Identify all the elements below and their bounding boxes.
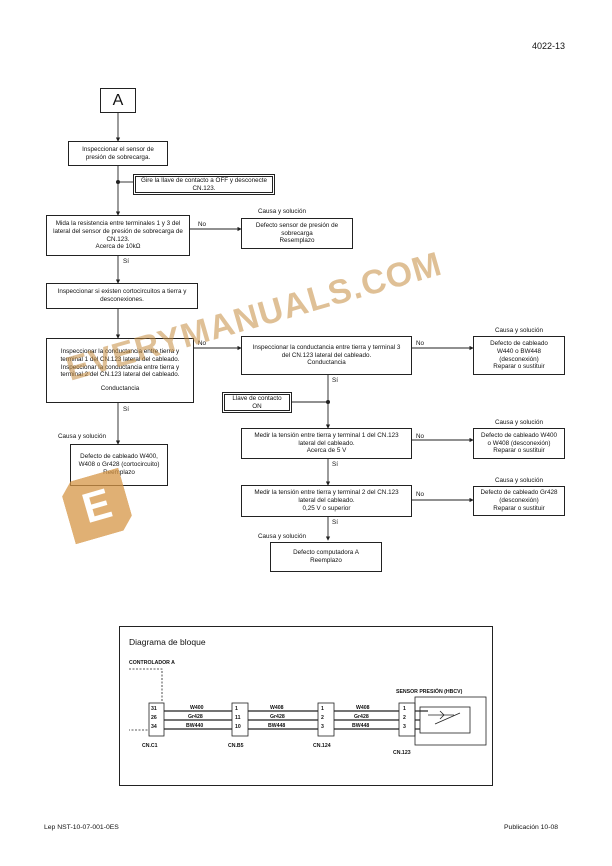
step-conductance-t1-t2: Inspeccionar la conductancia entre tierr… xyxy=(46,338,194,403)
step-voltage-t2: Medir la tensión entre tierra y terminal… xyxy=(241,485,412,517)
label-yes: Sí xyxy=(332,519,338,526)
cause-heading: Causa y solución xyxy=(495,327,543,334)
step-measure-resistance: Mida la resistencia entre terminales 1 y… xyxy=(46,215,190,256)
cause-heading: Causa y solución xyxy=(495,419,543,426)
connector-label: CN.B5 xyxy=(228,743,244,749)
cn123-pin: 3 xyxy=(403,724,406,730)
connector-label: CN.124 xyxy=(313,743,331,749)
c1-pin: 34 xyxy=(151,724,157,730)
cn123-pin: 2 xyxy=(403,715,406,721)
wire-label: Gr428 xyxy=(354,714,369,720)
cn124-pin: 2 xyxy=(321,715,324,721)
wire-label: BW448 xyxy=(268,723,285,729)
wire-label: BW440 xyxy=(186,723,203,729)
b5-pin: 1 xyxy=(235,706,238,712)
step-conductance-t3: Inspeccionar la conductancia entre tierr… xyxy=(241,336,412,375)
cause-heading: Causa y solución xyxy=(258,533,306,540)
label-yes: Sí xyxy=(123,406,129,413)
cn123-pin: 1 xyxy=(403,706,406,712)
controller-label: CONTROLADOR A xyxy=(129,660,175,666)
step-key-off: Gire la llave de contacto a OFF y descon… xyxy=(133,174,275,195)
wire-label: W400 xyxy=(190,705,204,711)
label-no: No xyxy=(198,340,207,347)
c1-pin: 26 xyxy=(151,715,157,721)
wire-label: W408 xyxy=(356,705,370,711)
footer-publication: Publicación 10-08 xyxy=(504,824,559,831)
wire-label: W408 xyxy=(270,705,284,711)
label-no: No xyxy=(198,221,207,228)
wiring-schematic: 31 26 34 1 11 10 1 2 3 1 2 3 W400 Gr428 … xyxy=(129,668,487,756)
block-diagram-title: Diagrama de bloque xyxy=(129,637,206,647)
label-yes: Sí xyxy=(332,377,338,384)
footer-doc-code: Lep NST-10-07-001-0ES xyxy=(44,824,119,831)
label-yes: Sí xyxy=(123,258,129,265)
start-node: A xyxy=(100,88,136,113)
step-inspect-short: Inspeccionar si existen cortocircuitos a… xyxy=(46,283,198,309)
wire-label: BW448 xyxy=(352,723,369,729)
connector-label: CN.C1 xyxy=(142,743,158,749)
wire-label: Gr428 xyxy=(270,714,285,720)
c1-pin: 31 xyxy=(151,706,157,712)
cn124-pin: 3 xyxy=(321,724,324,730)
connector-label: CN.123 xyxy=(393,750,411,756)
step-voltage-t1: Medir la tensión entre tierra y terminal… xyxy=(241,428,412,459)
block-diagram: Diagrama de bloque CONTROLADOR A SENSOR … xyxy=(119,626,493,786)
cause-heading: Causa y solución xyxy=(495,477,543,484)
cause-heading: Causa y solución xyxy=(258,208,306,215)
label-no: No xyxy=(416,433,425,440)
label-yes: Sí xyxy=(332,461,338,468)
b5-pin: 10 xyxy=(235,724,241,730)
label-no: No xyxy=(416,340,425,347)
wire-label: Gr428 xyxy=(188,714,203,720)
step-key-on: Llave de contacto ON xyxy=(222,392,292,413)
cn124-pin: 1 xyxy=(321,706,324,712)
label-no: No xyxy=(416,491,425,498)
cause-heading: Causa y solución xyxy=(58,433,106,440)
cause-gr428-defect: Defecto de cableado Gr428(desconexión)Re… xyxy=(473,486,565,516)
b5-pin: 11 xyxy=(235,715,241,721)
page-number: 4022-13 xyxy=(532,41,566,51)
sensor-label: SENSOR PRESIÓN (HBCV) xyxy=(396,689,463,695)
